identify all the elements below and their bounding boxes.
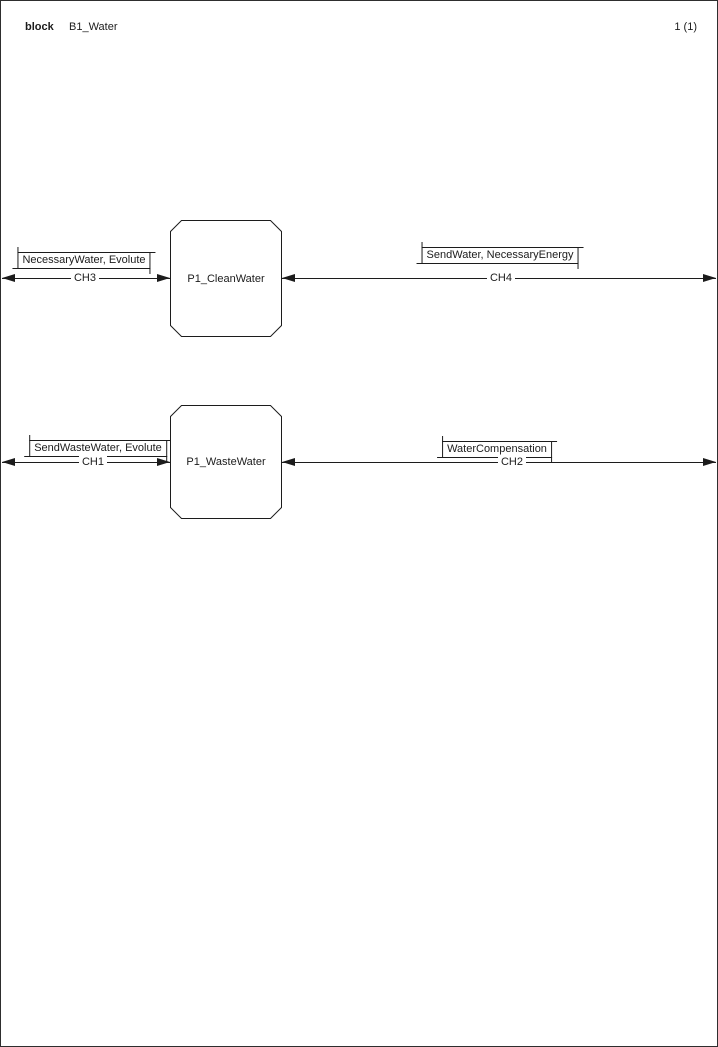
signal-list-text: WaterCompensation: [447, 443, 547, 455]
arrowhead-left-icon: [282, 274, 295, 282]
signal-list-ch4[interactable]: SendWater, NecessaryEnergy: [416, 242, 584, 269]
process-name: P1_CleanWater: [187, 272, 265, 285]
signal-list-ch3[interactable]: NecessaryWater, Evolute: [12, 247, 156, 274]
bracket-tick-icon: [29, 435, 31, 441]
signal-list-text: SendWater, NecessaryEnergy: [426, 249, 574, 261]
process-symbol-p1-wastewater[interactable]: P1_WasteWater: [170, 405, 282, 519]
signal-list-ch2[interactable]: WaterCompensation: [437, 436, 557, 463]
bracket-tick-icon: [550, 441, 557, 442]
arrowhead-left-icon: [2, 458, 15, 466]
bracket-tick-icon: [12, 268, 19, 269]
bracket-tick-icon: [437, 457, 444, 458]
process-shape-icon: [170, 220, 282, 337]
diagram-name: B1_Water: [69, 21, 118, 33]
bracket-tick-icon: [149, 252, 156, 253]
signal-list-text: SendWasteWater, Evolute: [34, 442, 162, 454]
bracket-tick-icon: [421, 242, 423, 248]
arrowhead-left-icon: [282, 458, 295, 466]
arrowhead-left-icon: [2, 274, 15, 282]
bracket-tick-icon: [416, 263, 423, 264]
channel-name-ch4[interactable]: CH4: [486, 272, 516, 285]
bracket-tick-icon: [17, 247, 19, 253]
bracket-tick-icon: [550, 457, 552, 463]
page-number: 1 (1): [674, 21, 697, 33]
signal-list-text: NecessaryWater, Evolute: [22, 254, 146, 266]
channel-name-ch1[interactable]: CH1: [78, 456, 108, 469]
process-symbol-p1-cleanwater[interactable]: P1_CleanWater: [170, 220, 282, 337]
diagram-kind-keyword: block: [25, 21, 54, 33]
bracket-tick-icon: [577, 263, 579, 269]
process-name: P1_WasteWater: [186, 456, 266, 468]
bracket-tick-icon: [24, 456, 31, 457]
bracket-tick-icon: [442, 436, 444, 442]
arrowhead-right-icon: [157, 274, 170, 282]
bracket-tick-icon: [165, 440, 172, 441]
bracket-tick-icon: [149, 268, 151, 274]
channel-name-ch2[interactable]: CH2: [497, 456, 527, 469]
bracket-tick-icon: [577, 247, 584, 248]
signal-list-ch1[interactable]: SendWasteWater, Evolute: [24, 435, 172, 462]
arrowhead-right-icon: [157, 458, 170, 466]
bracket-tick-icon: [165, 456, 167, 462]
channel-name-ch3[interactable]: CH3: [70, 272, 100, 285]
process-shape-icon: [170, 405, 282, 519]
arrowhead-right-icon: [703, 458, 716, 466]
arrowhead-right-icon: [703, 274, 716, 282]
